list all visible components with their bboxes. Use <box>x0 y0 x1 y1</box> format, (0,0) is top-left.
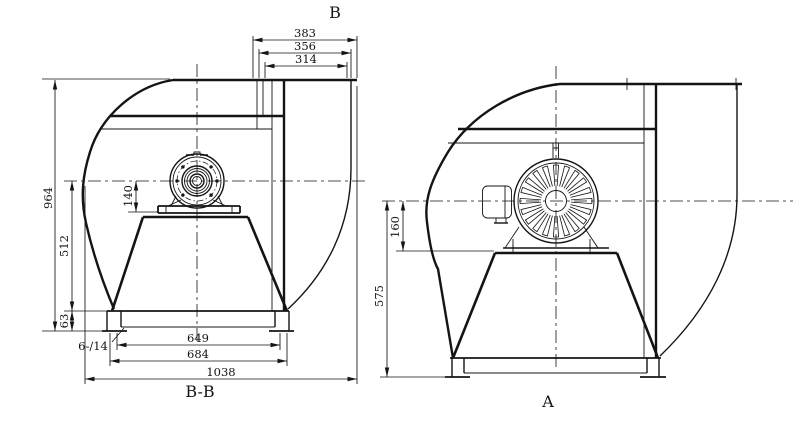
bearing-seat-plate <box>157 205 241 214</box>
motor-hub-circle <box>545 190 567 212</box>
dimension-lines-left-view <box>52 37 357 382</box>
dim-383: 383 <box>294 26 316 40</box>
view-label-a: A <box>541 392 554 411</box>
base-frame-left-view <box>102 310 294 332</box>
grease-nipple <box>193 151 201 155</box>
bearing-bolt-dots <box>175 165 219 197</box>
fan-slot <box>532 212 549 233</box>
fan-slot <box>532 169 549 190</box>
bearing-flange-circle <box>172 156 222 206</box>
dim-314: 314 <box>295 52 317 66</box>
motor-fan-cover-outer <box>513 158 599 244</box>
fan-slot <box>569 186 592 198</box>
motor-fan-cover-inner <box>517 162 595 240</box>
bearing-bolt-dot <box>209 165 213 169</box>
scroll-casing-right-curve-a <box>659 84 738 357</box>
fan-slot <box>563 212 580 233</box>
fan-slot <box>524 177 545 194</box>
dim-63: 63 <box>57 314 71 329</box>
motor-fan-slots <box>519 164 593 238</box>
fan-slot <box>552 215 560 238</box>
scroll-casing-left-curve-a <box>425 82 561 359</box>
fan-slot <box>567 177 588 194</box>
support-pedestal-a <box>451 251 660 359</box>
view-direction-label-b: B <box>329 3 341 22</box>
fan-slot <box>541 165 553 188</box>
bearing-bolt-dot <box>181 165 185 169</box>
scroll-casing-right-curve <box>287 80 352 310</box>
fan-slot <box>563 169 580 190</box>
motor-feet-gussets <box>504 226 599 249</box>
bearing-bracket-gussets <box>167 195 227 207</box>
side-view-a: 160 575 A <box>372 66 793 411</box>
outlet-extension-lines <box>252 36 358 78</box>
dim-160: 160 <box>388 216 402 238</box>
fan-slot <box>559 165 571 188</box>
base-right-channel <box>274 311 290 331</box>
bolt-note-leader-line <box>111 327 125 343</box>
fan-slot <box>519 197 542 205</box>
dim-649: 649 <box>187 331 209 345</box>
dim-512: 512 <box>57 235 71 257</box>
bearing-bolt-dot <box>209 193 213 197</box>
section-label-bb: B-B <box>185 382 214 401</box>
dimension-lines-right-view <box>384 201 406 377</box>
bearing-bolt-dot <box>175 179 179 183</box>
bottom-extension-lines <box>84 86 358 384</box>
shaft-bore-circle <box>192 176 202 186</box>
shaft-circle <box>189 173 205 189</box>
fan-slot <box>570 197 593 205</box>
section-view-bb: 383 356 314 964 512 63 140 6-∕14 649 684… <box>41 3 368 401</box>
dim-356: 356 <box>294 39 316 53</box>
bolt-hole-note: 6-∕14 <box>78 339 108 353</box>
dim-964: 964 <box>41 187 55 209</box>
bearing-ring3 <box>186 170 208 192</box>
motor-junction-box <box>482 185 512 219</box>
motor-feet-tick-marks <box>512 244 591 252</box>
motor-lifting-lug <box>552 143 559 158</box>
bearing-outer-circle <box>169 153 225 209</box>
base-frame-right-view <box>445 357 666 378</box>
fan-slot <box>520 186 543 198</box>
motor-junction-box-detail <box>495 186 507 223</box>
bearing-bolt-dot <box>181 193 185 197</box>
fan-slot <box>520 204 543 216</box>
bearing-ring2 <box>184 168 210 194</box>
base-left-channel-a <box>451 358 465 377</box>
dim-1038: 1038 <box>206 365 235 379</box>
fan-slot <box>552 164 560 187</box>
bearing-seat-plate-tabs <box>165 206 233 213</box>
dim-575: 575 <box>372 285 386 307</box>
fan-slot <box>524 208 545 225</box>
motor-assembly <box>482 143 609 252</box>
dim-684: 684 <box>187 347 209 361</box>
scroll-casing-left-curve <box>81 78 174 310</box>
flange-tick-marks <box>626 78 737 90</box>
base-right-channel-a <box>646 358 660 377</box>
left-extension-lines <box>42 78 170 332</box>
fan-slot <box>567 208 588 225</box>
dim-140: 140 <box>121 185 135 207</box>
bearing-ring1 <box>181 165 213 197</box>
fan-slot <box>569 204 592 216</box>
fan-slot <box>559 214 571 237</box>
bearing-housing <box>157 151 241 214</box>
right-extension-lines <box>380 250 494 378</box>
bearing-bolt-dot <box>215 179 219 183</box>
support-pedestal <box>110 215 289 312</box>
base-left-channel <box>106 311 122 331</box>
fan-slot <box>541 214 553 237</box>
